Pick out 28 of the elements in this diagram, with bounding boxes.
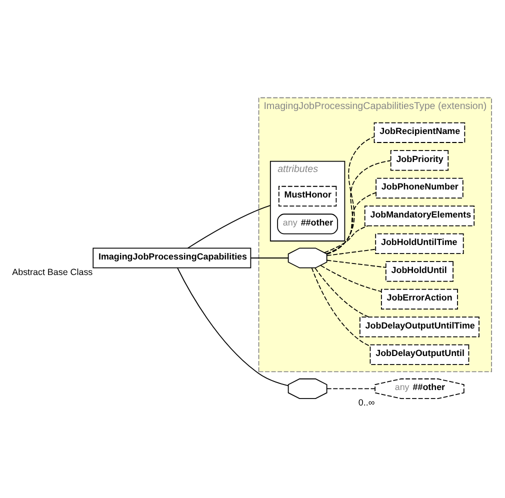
connector bbox=[326, 160, 392, 254]
connector bbox=[314, 267, 370, 317]
connector bbox=[311, 266, 371, 346]
node-box: MustHonor bbox=[278, 185, 337, 206]
node-box: ImagingJobProcessingCapabilities bbox=[92, 247, 252, 268]
connector bbox=[326, 192, 376, 254]
node-octagon bbox=[288, 247, 328, 268]
node-octagon bbox=[288, 378, 328, 399]
connector bbox=[326, 388, 376, 389]
node-box: JobPhoneNumber bbox=[376, 177, 464, 198]
node-box: JobHoldUntil bbox=[385, 260, 454, 282]
node-box: JobMandatoryElements bbox=[364, 205, 475, 226]
node-box: JobHoldUntilTime bbox=[375, 232, 464, 254]
node-box: JobRecipientName bbox=[374, 122, 466, 142]
connector bbox=[177, 267, 289, 386]
node-box: JobErrorAction bbox=[380, 288, 458, 309]
node-label: 0..∞ bbox=[358, 397, 375, 408]
connector bbox=[326, 248, 376, 256]
connector bbox=[326, 136, 375, 254]
connector bbox=[324, 224, 368, 252]
connector bbox=[320, 264, 382, 292]
connector bbox=[326, 259, 386, 268]
node-box: JobDelayOutputUntilTime bbox=[360, 316, 480, 337]
node-box: JobDelayOutputUntil bbox=[370, 344, 470, 364]
node-box: any ##other bbox=[277, 213, 338, 234]
connector bbox=[250, 257, 289, 258]
node-box: JobPriority bbox=[390, 150, 449, 170]
node-label: Abstract Base Class bbox=[12, 266, 93, 277]
